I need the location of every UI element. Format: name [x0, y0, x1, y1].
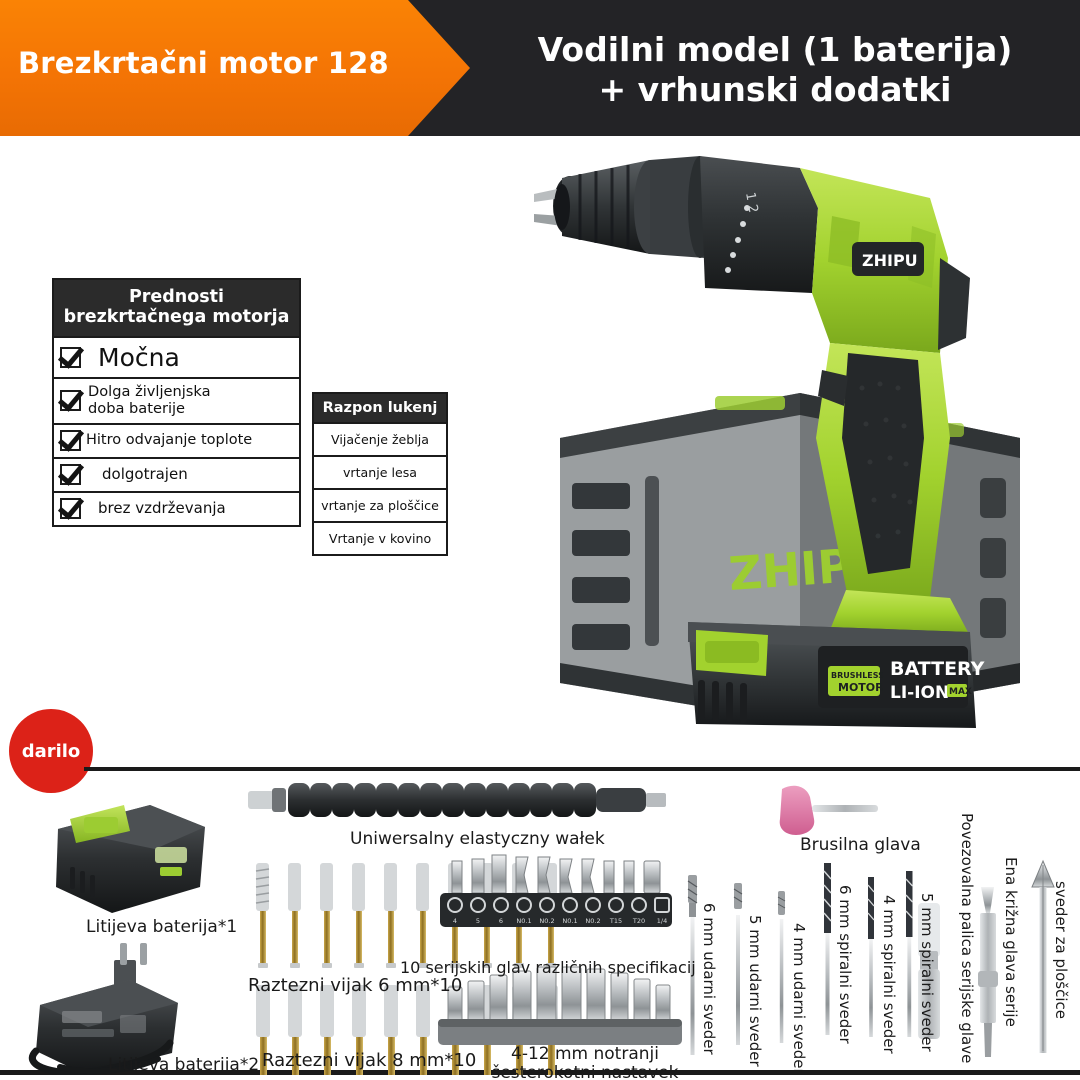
accessory-lithium-battery — [56, 805, 205, 913]
range-row: vrtanje za ploščice — [314, 488, 446, 521]
battery-label-line1: BATTERY — [890, 658, 985, 680]
range-row: vrtanje lesa — [314, 455, 446, 488]
drill-bit-label: 6 mm spiralni sveder — [836, 885, 854, 1044]
battery-badge-line1: BRUSHLESS — [831, 671, 884, 680]
feature-label: Hitro odvajanje toplote — [86, 432, 253, 449]
cross-head-label: Ena križna glava serije — [1002, 857, 1020, 1027]
bit-marking: N0.2 — [539, 917, 554, 925]
accessory-bit-set-10: 4 5 6 N0.1 N0.2 N0.1 N0.2 T15 T20 1/4 — [440, 854, 672, 927]
hex-socket-label-line2: šesterokotni nastavek — [491, 1063, 679, 1080]
drill-bit-label: 4 mm udarni sveder — [790, 923, 808, 1075]
features-table-header: Prednosti brezkrtačnega motorja — [54, 280, 299, 336]
cordless-drill: 1 2 ZHIPU — [534, 156, 970, 636]
feature-label: Močna — [98, 342, 180, 372]
hex-socket-label-line1: 4-12 mm notranji — [511, 1044, 659, 1064]
feature-row: Močna — [54, 335, 299, 377]
feature-label-line2: doba baterije — [88, 399, 186, 417]
checkmark-icon — [60, 498, 81, 520]
bit-marking: N0.1 — [516, 917, 531, 925]
accessory-label-flexible-shaft: Uniwersalny elastyczny wałek — [350, 829, 605, 849]
header-orange-arrow — [0, 0, 470, 136]
feature-row: dolgotrajen — [54, 456, 299, 491]
feature-label: Dolga življenjska doba baterije — [88, 382, 211, 418]
bit-marking: T15 — [609, 917, 622, 925]
drill-bit-label: 5 mm udarni sveder — [746, 915, 764, 1067]
connector-rod-label: Povezovalna palica serijske glave — [958, 813, 976, 1064]
drill-brand-text: ZHIPU — [862, 251, 918, 270]
svg-text:1 2: 1 2 — [742, 191, 760, 214]
accessory-flexible-shaft — [248, 783, 666, 817]
accessory-label-bolts-8mm: Raztezni vijak 8 mm*10 — [262, 1050, 477, 1071]
features-header-line1: Prednosti — [128, 287, 225, 307]
divider-line-top — [84, 767, 1080, 771]
battery-pack: BRUSHLESS MOTOR BATTERY LI-ION MAX — [688, 622, 985, 728]
battery-badge-line2: MOTOR — [838, 681, 884, 694]
range-row: Vrtanje v kovino — [314, 521, 446, 554]
battery-max-label: MAX — [949, 687, 972, 697]
checkmark-icon — [60, 430, 81, 452]
header-title-line2: + vrhunski dodatki — [598, 70, 952, 109]
range-row: Vijačenje žeblja — [314, 422, 446, 455]
accessory-drill-bits — [687, 859, 1055, 1057]
drill-chuck — [534, 160, 666, 254]
feature-row: brez vzdrževanja — [54, 490, 299, 525]
feature-label: brez vzdrževanja — [98, 499, 226, 518]
accessories-section: 4 5 6 N0.1 N0.2 N0.1 N0.2 T15 T20 1/4 — [0, 775, 1080, 1080]
drill-bit-label: 5 mm spiralni sveder — [918, 893, 936, 1052]
accessory-label-grinding-head: Brusilna glava — [800, 835, 921, 855]
bit-marking: 5 — [476, 917, 480, 925]
accessory-label-bit-set: 10 serijskih glav različnih specifikacij — [400, 958, 696, 977]
accessory-label-hex-socket-set: 4-12 mm notranji šesterokotni nastavek — [470, 1044, 700, 1080]
drill-bit-label: 6 mm udarni sveder — [700, 903, 718, 1055]
accessory-label-charger: Litijeva baterija*2 — [108, 1055, 260, 1075]
battery-label-line2: LI-ION — [890, 683, 949, 703]
accessory-grinding-head — [779, 785, 878, 835]
header-title: Vodilni model (1 baterija) + vrhunski do… — [470, 14, 1080, 126]
product-hero-image: ZHIPU — [500, 138, 1080, 768]
range-table: Razpon lukenj Vijačenje žeblja vrtanje l… — [312, 392, 448, 556]
gift-badge: darilo — [9, 709, 93, 793]
tile-bit-label: sveder za ploščice — [1052, 881, 1070, 1020]
bit-marking: T20 — [632, 917, 645, 925]
accessory-label-bolts-6mm: Raztezni vijak 6 mm*10 — [248, 975, 463, 996]
header-title-line1: Vodilni model (1 baterija) — [537, 29, 1013, 69]
header-badge-label: Brezkrtačni motor 128 — [18, 46, 389, 80]
accessory-charger — [28, 943, 178, 1077]
bit-marking: 6 — [499, 917, 503, 925]
feature-label-line1: Dolga življenjska — [88, 382, 211, 400]
feature-row: Dolga življenjska doba baterije — [54, 376, 299, 423]
divider-line-bottom — [0, 1070, 1080, 1075]
bit-marking: N0.2 — [585, 917, 600, 925]
header-banner: Brezkrtačni motor 128 Vodilni model (1 b… — [0, 0, 1080, 136]
bit-marking: N0.1 — [562, 917, 577, 925]
checkmark-icon — [60, 464, 81, 486]
accessory-label-lithium-battery: Litijeva baterija*1 — [86, 917, 238, 937]
checkmark-icon — [60, 390, 81, 412]
range-table-header: Razpon lukenj — [314, 394, 446, 422]
feature-label: dolgotrajen — [102, 465, 188, 484]
bit-marking: 1/4 — [657, 917, 667, 925]
feature-row: Hitro odvajanje toplote — [54, 422, 299, 457]
bit-marking: 4 — [453, 917, 457, 925]
features-header-line2: brezkrtačnega motorja — [63, 307, 290, 328]
accessory-hex-socket-set — [438, 966, 682, 1045]
checkmark-icon — [60, 346, 81, 368]
features-table: Prednosti brezkrtačnega motorja Močna Do… — [52, 278, 301, 527]
drill-bit-label: 4 mm spiralni sveder — [880, 895, 898, 1054]
